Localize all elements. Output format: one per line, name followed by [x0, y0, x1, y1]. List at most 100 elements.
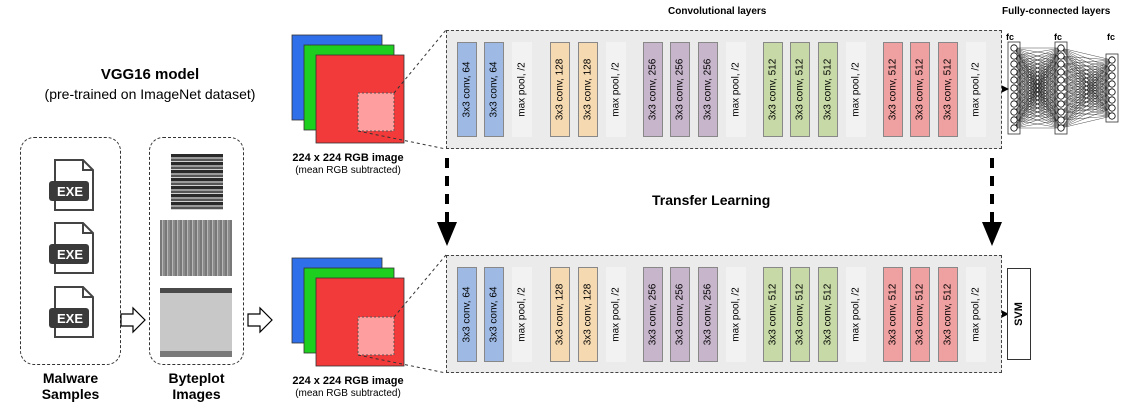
neuron: [1108, 56, 1116, 64]
neuron: [1010, 100, 1018, 108]
layer-label: 3x3 conv, 512: [887, 283, 899, 346]
input-image-caption: 224 x 224 RGB image: [292, 375, 404, 387]
layer-conv: 3x3 conv, 512: [818, 42, 838, 137]
layer-conv: 3x3 conv, 128: [550, 267, 570, 362]
layer-conv: 3x3 conv, 512: [763, 267, 783, 362]
byteplot-images-caption: Byteplot Images: [149, 370, 244, 402]
neuron: [1057, 108, 1065, 116]
layer-conv: 3x3 conv, 512: [763, 42, 783, 137]
input-image-caption: 224 x 224 RGB image: [292, 152, 404, 164]
neuron: [1057, 100, 1065, 108]
exe-file-icons: [49, 159, 94, 338]
layer-label: 3x3 conv, 64: [461, 286, 473, 343]
layer-conv: 3x3 conv, 256: [698, 267, 718, 362]
layer-label: 3x3 conv, 256: [674, 283, 686, 346]
layer-label: 3x3 conv, 512: [914, 283, 926, 346]
layer-conv: 3x3 conv, 512: [818, 267, 838, 362]
layer-max-pool: max pool, /2: [512, 267, 532, 362]
layer-label: 3x3 conv, 64: [488, 286, 500, 343]
transfer-arrow-icon: [437, 158, 457, 246]
layer-conv: 3x3 conv, 128: [550, 42, 570, 137]
layer-label: max pool, /2: [970, 62, 982, 117]
layer-conv: 3x3 conv, 128: [578, 42, 598, 137]
neuron: [1057, 124, 1065, 132]
neuron: [1010, 76, 1018, 84]
layer-conv: 3x3 conv, 512: [910, 42, 930, 137]
fully-connected-network: [1007, 41, 1119, 135]
transfer-arrow-icon: [982, 158, 1002, 246]
fc-label: fc: [1107, 32, 1116, 42]
layer-label: max pool, /2: [516, 62, 528, 117]
layer-max-pool: max pool, /2: [606, 42, 626, 137]
layer-label: 3x3 conv, 512: [887, 58, 899, 121]
conv-layers-header: Convolutional layers: [668, 6, 767, 17]
neuron: [1108, 72, 1116, 80]
fc-label: fc: [1054, 32, 1063, 42]
layer-conv: 3x3 conv, 512: [790, 42, 810, 137]
byteplot-image: [160, 220, 232, 276]
neuron: [1057, 76, 1065, 84]
layer-label: max pool, /2: [850, 287, 862, 342]
layer-label: 3x3 conv, 256: [647, 283, 659, 346]
layer-label: 3x3 conv, 64: [461, 61, 473, 118]
neuron: [1108, 64, 1116, 72]
layer-label: 3x3 conv, 512: [942, 58, 954, 121]
neuron: [1108, 80, 1116, 88]
exe-file-icon: EXE: [56, 184, 83, 199]
layer-conv: 3x3 conv, 256: [670, 42, 690, 137]
layer-label: 3x3 conv, 512: [794, 283, 806, 346]
layer-conv: 3x3 conv, 256: [670, 267, 690, 362]
layer-label: max pool, /2: [850, 62, 862, 117]
layer-conv: 3x3 conv, 64: [457, 42, 477, 137]
layer-label: max pool, /2: [610, 287, 622, 342]
layer-label: 3x3 conv, 512: [942, 283, 954, 346]
layer-conv: 3x3 conv, 256: [698, 42, 718, 137]
neuron: [1010, 84, 1018, 92]
layer-label: 3x3 conv, 256: [647, 58, 659, 121]
layer-label: max pool, /2: [970, 287, 982, 342]
neuron: [1057, 92, 1065, 100]
exe-file-icon: [49, 222, 94, 274]
model-title: VGG16 model: [100, 66, 200, 83]
layer-conv: 3x3 conv, 128: [578, 267, 598, 362]
neuron: [1057, 60, 1065, 68]
layer-conv: 3x3 conv, 512: [938, 42, 958, 137]
malware-samples-caption: Malware Samples: [20, 370, 121, 402]
layer-label: 3x3 conv, 512: [822, 283, 834, 346]
fc-layers-header: Fully-connected layers: [1002, 6, 1111, 17]
neuron: [1010, 68, 1018, 76]
caption-line: Samples: [41, 386, 100, 402]
neuron: [1010, 44, 1018, 52]
byteplot-image: [160, 288, 232, 357]
layer-max-pool: max pool, /2: [726, 267, 746, 362]
layer-label: 3x3 conv, 512: [767, 283, 779, 346]
caption-line: Images: [172, 386, 221, 402]
neuron: [1057, 116, 1065, 124]
layer-label: max pool, /2: [730, 287, 742, 342]
byteplot-image: [171, 154, 223, 210]
rgb-input-image: [291, 257, 405, 367]
svm-classifier: SVM: [1007, 268, 1031, 360]
neuron: [1108, 104, 1116, 112]
neuron: [1057, 52, 1065, 60]
neuron: [1010, 92, 1018, 100]
layer-label: 3x3 conv, 128: [554, 283, 566, 346]
layer-conv: 3x3 conv, 256: [643, 42, 663, 137]
layer-label: 3x3 conv, 128: [582, 283, 594, 346]
layer-max-pool: max pool, /2: [726, 42, 746, 137]
exe-file-icon: [49, 286, 94, 338]
layer-max-pool: max pool, /2: [966, 42, 986, 137]
layer-label: 3x3 conv, 256: [702, 58, 714, 121]
layer-label: max pool, /2: [610, 62, 622, 117]
layer-label: max pool, /2: [516, 287, 528, 342]
transfer-learning-label: Transfer Learning: [652, 192, 771, 208]
layer-max-pool: max pool, /2: [966, 267, 986, 362]
layer-conv: 3x3 conv, 64: [484, 42, 504, 137]
layer-max-pool: max pool, /2: [846, 267, 866, 362]
input-image-subcaption: (mean RGB subtracted): [295, 388, 401, 399]
layer-conv: 3x3 conv, 512: [883, 267, 903, 362]
layer-conv: 3x3 conv, 256: [643, 267, 663, 362]
caption-line: Malware: [42, 370, 99, 386]
layer-label: 3x3 conv, 512: [822, 58, 834, 121]
